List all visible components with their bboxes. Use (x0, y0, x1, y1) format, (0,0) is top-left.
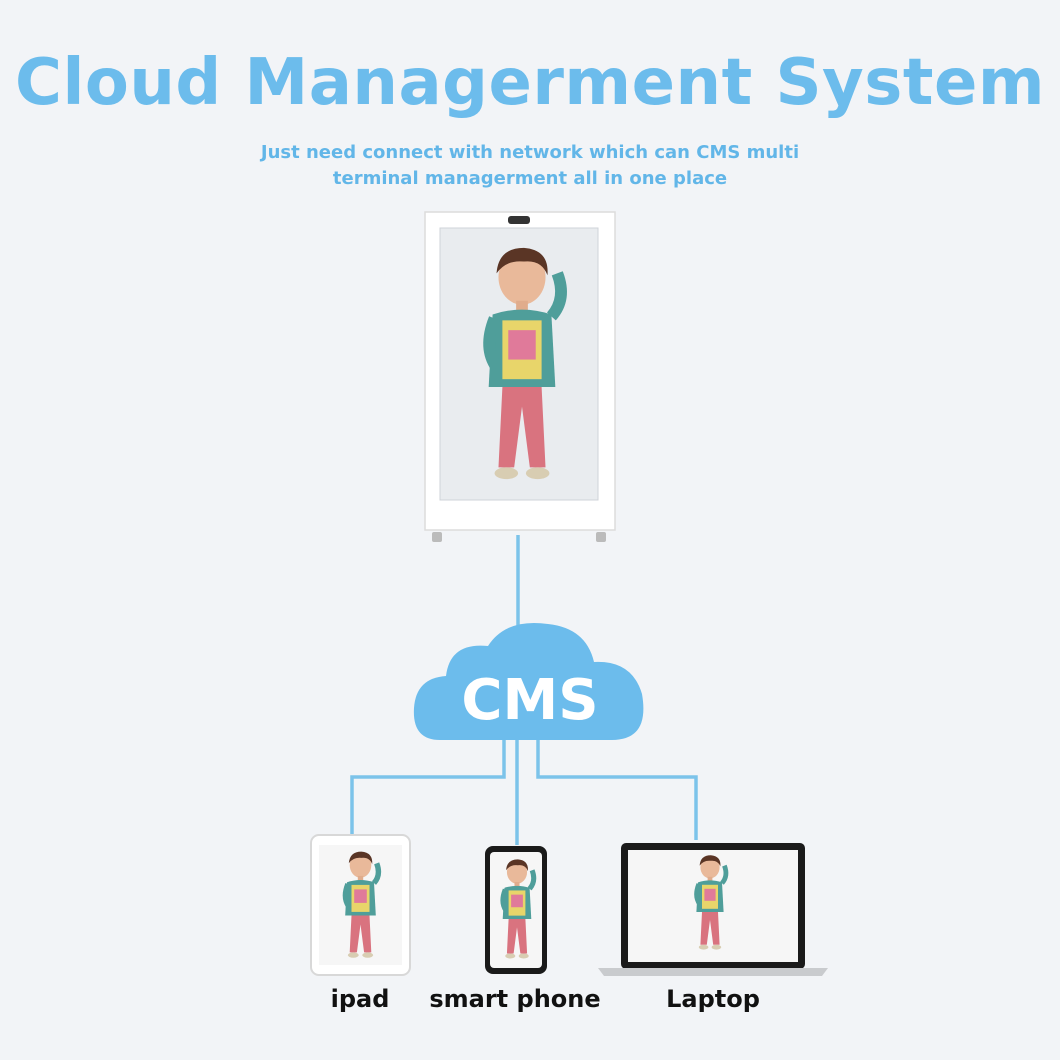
laptop-device (598, 843, 828, 976)
laptop-base (598, 968, 828, 976)
cms-label: CMS (461, 668, 599, 733)
page-subtitle: Just need connect with network which can… (230, 140, 830, 192)
ipad-label: ipad (330, 985, 390, 1013)
page-title: Cloud Managerment System (14, 46, 1046, 120)
phone-label: smart phone (429, 985, 601, 1013)
kiosk-camera-icon (508, 216, 530, 224)
laptop-connector (536, 738, 698, 840)
ipad-connector (350, 738, 506, 840)
subtitle-line-2: terminal managerment all in one place (332, 168, 728, 189)
cms-cloud-icon (413, 622, 644, 740)
kiosk-wheel-right (596, 532, 606, 542)
kiosk-wheel-left (432, 532, 442, 542)
phone-device (485, 846, 547, 974)
laptop-label: Laptop (666, 985, 760, 1013)
connector-lines (350, 535, 698, 845)
kiosk-device (424, 211, 616, 542)
subtitle-line-1: Just need connect with network which can… (260, 142, 800, 163)
ipad-device (310, 834, 411, 976)
